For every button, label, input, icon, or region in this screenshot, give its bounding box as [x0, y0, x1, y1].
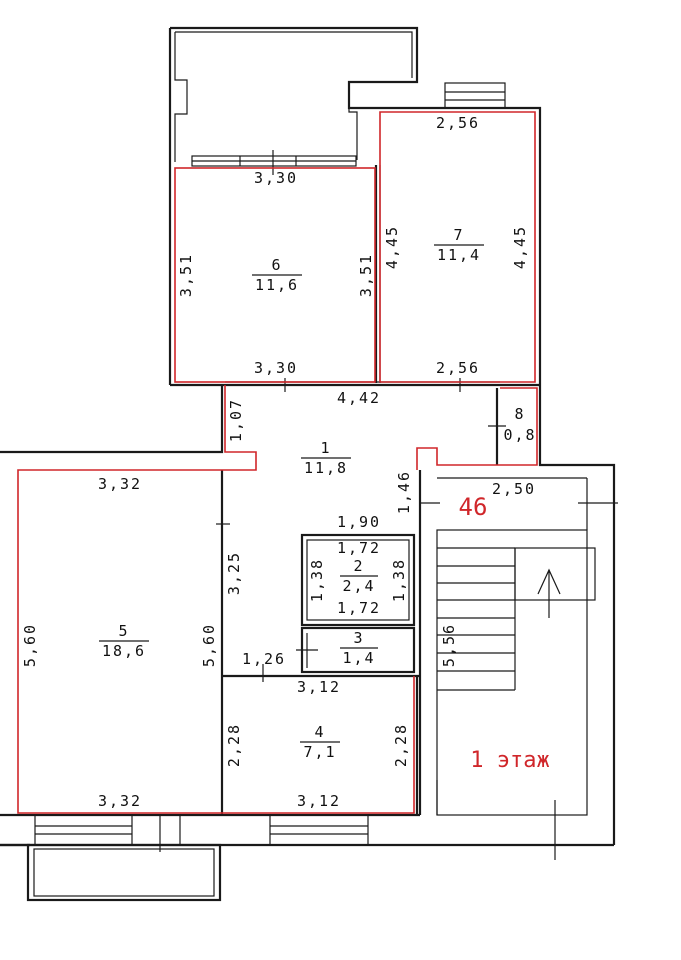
dim-r2-top: 1,72	[337, 539, 381, 557]
room-labels: 6 11,6 7 11,4 8 0,8 1 11,8 2 2,4 3 1,4 5…	[99, 226, 536, 761]
window-room-4	[269, 814, 369, 846]
dim-r7-top: 2,56	[436, 114, 480, 132]
dim-r6-bottom: 3,30	[254, 359, 298, 377]
room-4-area: 7,1	[303, 743, 336, 761]
walls	[0, 26, 618, 902]
room-6-area: 11,6	[255, 276, 299, 294]
bathroom-2-walls	[300, 533, 416, 627]
dim-r1-top: 4,42	[337, 389, 381, 407]
dim-r2-left: 1,38	[308, 558, 326, 602]
room-6-number: 6	[271, 256, 282, 274]
dim-r7-bottom: 2,56	[436, 359, 480, 377]
dim-r1-notch: 1,46	[395, 470, 413, 514]
dim-r5-left: 5,60	[21, 623, 39, 667]
room-4-outline	[222, 676, 415, 814]
room-1-outline	[416, 387, 538, 470]
dim-r4-right: 2,28	[392, 723, 410, 767]
floor-label: 1 этаж	[470, 748, 549, 773]
room-1-number: 1	[320, 439, 331, 457]
dim-corridor-bottom: 1,26	[242, 650, 286, 668]
dim-r4-bottom: 3,12	[297, 792, 341, 810]
dim-r5-bottom: 3,32	[98, 792, 142, 810]
room-8-area: 0,8	[503, 426, 536, 444]
room-2-area: 2,4	[342, 577, 375, 595]
red-outlines	[17, 111, 538, 814]
dim-r6-right: 3,51	[357, 253, 375, 297]
room-8-number: 8	[514, 405, 525, 423]
room-5-area: 18,6	[102, 642, 146, 660]
room-4-number: 4	[314, 723, 325, 741]
dim-r1-mid: 1,90	[337, 513, 381, 531]
dim-r6-left: 3,51	[177, 253, 195, 297]
room-7-area: 11,4	[437, 246, 481, 264]
dim-r4-left: 2,28	[225, 723, 243, 767]
dim-r5-right: 5,60	[200, 623, 218, 667]
stair-arrow-head	[537, 568, 561, 595]
dim-stair-length: 5,56	[440, 623, 458, 667]
balcony-top-outline	[170, 26, 419, 110]
room-3-area: 1,4	[342, 649, 375, 667]
window-room-7	[444, 82, 506, 109]
dim-r6-top: 3,30	[254, 169, 298, 187]
dim-corridor-left: 3,25	[225, 551, 243, 595]
room-5-outline	[17, 385, 257, 814]
dim-r5-top: 3,32	[98, 475, 142, 493]
dim-r2-bottom: 1,72	[337, 599, 381, 617]
room-7-number: 7	[453, 226, 464, 244]
room-6-outline	[174, 167, 376, 383]
window-room-5	[34, 814, 133, 846]
dim-r2-right: 1,38	[390, 558, 408, 602]
balcony-bottom	[26, 843, 222, 902]
dimensions: 3,30 3,30 3,51 3,51 2,56 2,56 4,45 4,45 …	[21, 114, 536, 810]
dim-stair-width: 2,50	[492, 480, 536, 498]
room-2-number: 2	[353, 557, 364, 575]
staircase	[436, 529, 588, 816]
room-7-outline	[379, 111, 536, 383]
dim-r7-right: 4,45	[511, 225, 529, 269]
apartment-number: 46	[459, 493, 488, 521]
dim-r7-left: 4,45	[383, 225, 401, 269]
dim-r4-top: 3,12	[297, 678, 341, 696]
room-5-number: 5	[118, 622, 129, 640]
room-1-area: 11,8	[304, 459, 348, 477]
room-3-number: 3	[353, 629, 364, 647]
dim-r1-left: 1,07	[227, 398, 245, 442]
